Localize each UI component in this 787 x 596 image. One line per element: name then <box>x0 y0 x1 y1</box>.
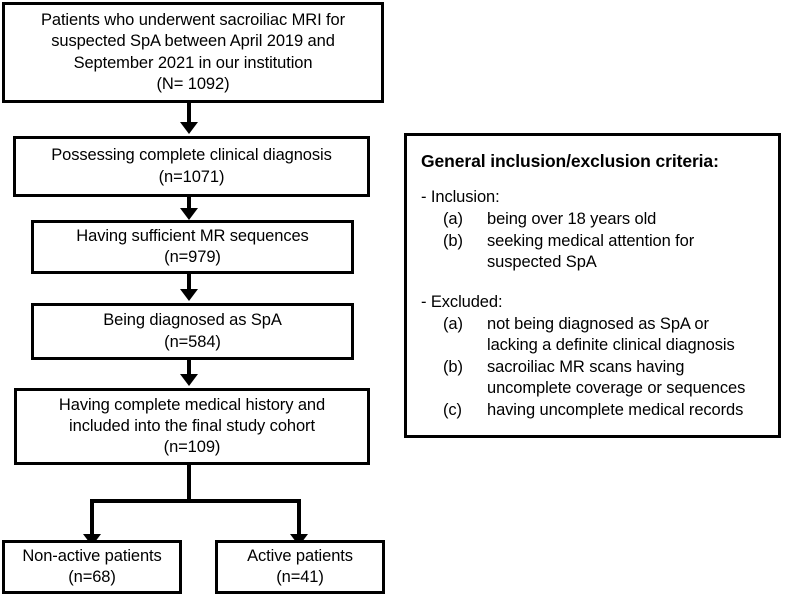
criteria-item-label: (b) <box>443 231 463 250</box>
node-line: Active patients <box>247 546 353 565</box>
criteria-group-excluded: - Excluded: (a) not being diagnosed as S… <box>421 292 768 422</box>
criteria-item-line: lacking a definite clinical diagnosis <box>487 336 735 355</box>
node-count: (n=979) <box>164 248 221 266</box>
node-line: suspected SpA between April 2019 and <box>51 32 335 51</box>
criteria-item-line: seeking medical attention for <box>487 231 695 250</box>
criteria-item: (a) being over 18 years old <box>443 209 768 230</box>
criteria-group-heading: - Excluded: <box>421 292 503 311</box>
flow-node-non-active-patients: Non-active patients (n=68) <box>2 540 182 594</box>
criteria-item-text: having uncomplete medical records <box>487 400 768 421</box>
criteria-title: General inclusion/exclusion criteria: <box>421 151 719 171</box>
connector-diagnosis-to-sequences <box>187 197 191 210</box>
connector-enrolled-to-diagnosis <box>187 103 191 124</box>
criteria-item-line: having uncomplete medical records <box>487 400 744 419</box>
criteria-item-text: not being diagnosed as SpA or lacking a … <box>487 314 768 357</box>
criteria-item-text: sacroiliac MR scans having uncomplete co… <box>487 357 768 400</box>
node-count: (n=1071) <box>158 167 225 186</box>
node-line: Non-active patients <box>22 546 162 565</box>
node-line: Possessing complete clinical diagnosis <box>51 146 332 165</box>
node-line: Having sufficient MR sequences <box>76 226 309 245</box>
node-line: Having complete medical history and <box>58 395 326 414</box>
criteria-item: (b) seeking medical attention for suspec… <box>443 231 768 274</box>
connector-cohort-stem <box>187 465 191 503</box>
connector-branch-right <box>297 499 301 536</box>
criteria-item-line: being over 18 years old <box>487 210 657 229</box>
flow-node-sufficient-sequences: Having sufficient MR sequences (n=979) <box>31 220 354 274</box>
arrowhead-icon <box>180 208 198 220</box>
node-line: Being diagnosed as SpA <box>103 311 282 330</box>
criteria-item-label: (b) <box>443 357 463 376</box>
connector-branch-bar <box>90 499 301 503</box>
criteria-item-line: uncomplete coverage or sequences <box>487 379 746 398</box>
node-count: (N= 1092) <box>156 74 230 93</box>
criteria-group-heading: - Inclusion: <box>421 187 500 206</box>
node-line: included into the final study cohort <box>69 416 315 435</box>
criteria-item-text: being over 18 years old <box>487 209 768 230</box>
criteria-item-label: (a) <box>443 314 463 333</box>
connector-sequences-to-spa <box>187 274 191 291</box>
connector-spa-to-cohort <box>187 360 191 376</box>
arrowhead-icon <box>180 122 198 134</box>
flow-node-final-cohort: Having complete medical history and incl… <box>14 388 370 465</box>
criteria-item: (b) sacroiliac MR scans having uncomplet… <box>443 357 768 400</box>
criteria-item-label: (a) <box>443 210 463 229</box>
connector-branch-left <box>90 499 94 536</box>
criteria-group-inclusion: - Inclusion: (a) being over 18 years old… <box>421 187 768 274</box>
arrowhead-icon <box>180 289 198 301</box>
criteria-item-line: sacroiliac MR scans having <box>487 357 685 376</box>
arrowhead-icon <box>180 374 198 386</box>
flow-node-diagnosed-spa: Being diagnosed as SpA (n=584) <box>31 303 354 360</box>
criteria-item-text: seeking medical attention for suspected … <box>487 231 768 274</box>
node-count: (n=68) <box>68 568 116 586</box>
flow-node-complete-diagnosis: Possessing complete clinical diagnosis (… <box>13 136 370 197</box>
flow-node-enrolled: Patients who underwent sacroiliac MRI fo… <box>2 2 384 103</box>
node-line: September 2021 in our institution <box>73 53 313 72</box>
criteria-item: (a) not being diagnosed as SpA or lackin… <box>443 314 768 357</box>
flow-node-active-patients: Active patients (n=41) <box>215 540 385 594</box>
node-count: (n=109) <box>163 438 221 457</box>
node-count: (n=584) <box>164 332 221 351</box>
criteria-item-line: suspected SpA <box>487 253 597 272</box>
criteria-item-line: not being diagnosed as SpA or <box>487 314 709 333</box>
criteria-item-label: (c) <box>443 400 462 419</box>
criteria-item: (c) having uncomplete medical records <box>443 400 768 421</box>
criteria-panel: General inclusion/exclusion criteria: - … <box>404 133 781 438</box>
node-count: (n=41) <box>276 568 324 586</box>
node-line: Patients who underwent sacroiliac MRI fo… <box>40 11 346 30</box>
